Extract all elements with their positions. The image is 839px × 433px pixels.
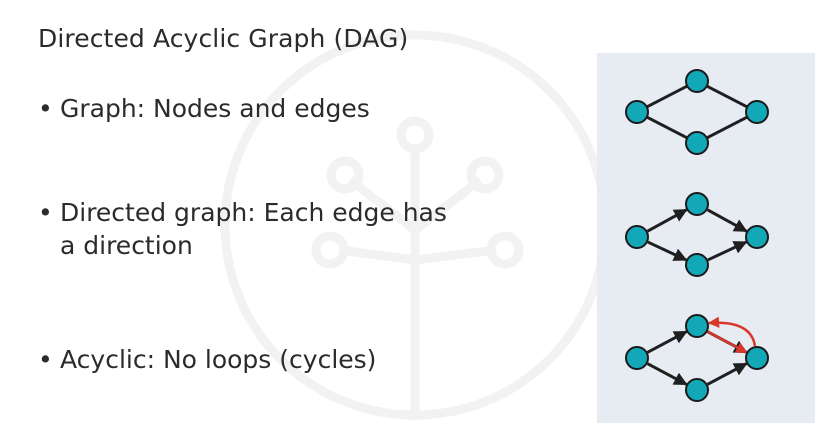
bullet-graph: • Graph: Nodes and edges — [38, 92, 370, 125]
directed-edge — [646, 330, 688, 354]
diagram-panel — [597, 53, 815, 423]
node-right — [745, 346, 769, 370]
node-bottom — [685, 378, 709, 402]
bullet-text: Acyclic: No loops (cycles) — [60, 345, 377, 374]
node-top — [685, 192, 709, 216]
node-left — [625, 346, 649, 370]
node-bottom — [685, 131, 709, 155]
bullet-acyclic: • Acyclic: No loops (cycles) — [38, 343, 376, 376]
node-right — [745, 100, 769, 124]
bullet-dot: • — [38, 94, 53, 123]
bullet-dot: • — [38, 198, 53, 227]
edge — [706, 115, 748, 140]
directed-edge — [646, 208, 688, 233]
directed-edge — [706, 362, 748, 386]
edge — [646, 84, 688, 109]
graph-with-cycle — [625, 314, 769, 402]
node-right — [745, 225, 769, 249]
directed-edge — [706, 208, 748, 233]
node-left — [625, 100, 649, 124]
bullet-text: Graph: Nodes and edges — [60, 94, 370, 123]
diagram-svg — [625, 69, 769, 402]
node-left — [625, 225, 649, 249]
edge — [646, 115, 688, 140]
node-top — [685, 69, 709, 93]
directed-edge — [647, 240, 688, 262]
bullet-text-line: a direction — [60, 231, 193, 260]
graph-directed — [625, 192, 769, 277]
node-top — [685, 314, 709, 338]
bullet-text-line: Directed graph: Each edge has — [60, 198, 447, 227]
bullet-dot: • — [38, 345, 53, 374]
graph-undirected — [625, 69, 769, 155]
directed-edge — [707, 240, 748, 262]
directed-edge — [646, 362, 688, 386]
slide-title: Directed Acyclic Graph (DAG) — [38, 24, 409, 53]
bullet-directed: • Directed graph: Each edge has a direct… — [38, 196, 447, 262]
bullet-text: Directed graph: Each edge has a directio… — [60, 196, 447, 262]
edge — [706, 84, 748, 109]
node-bottom — [685, 253, 709, 277]
cycle-edge-back — [707, 316, 757, 347]
cycle-edge-forward — [706, 330, 748, 354]
